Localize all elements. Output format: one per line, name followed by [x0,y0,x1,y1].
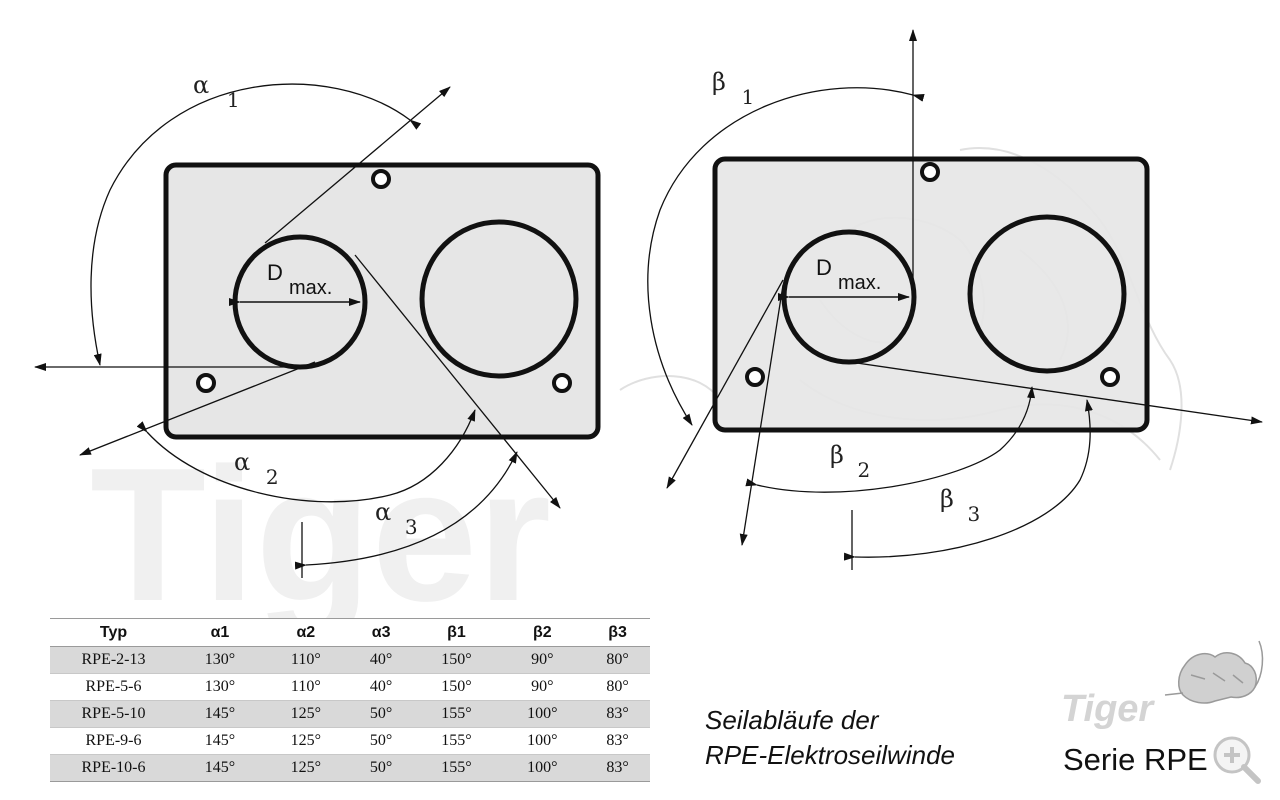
table-cell: 110° [262,673,349,701]
table-cell: RPE-10-6 [50,754,177,782]
left-arc-alpha1 [90,83,422,366]
header-alpha2: α2 [262,618,349,647]
left-second-drum-circle [419,219,579,379]
right-second-drum-circle [967,214,1127,374]
left-mount-hole [552,373,572,393]
header-alpha3: α3 [348,618,414,647]
table-cell: 150° [413,673,500,701]
left-mount-hole [371,169,391,189]
left-winch-panel: D max. α 1 α 2 α 3 [34,71,601,578]
table-cell: 83° [585,754,650,782]
table-cell: 100° [499,700,586,728]
table-cell: 125° [262,727,349,755]
table-cell: 80° [585,646,650,674]
table-cell: 100° [499,754,586,782]
left-plate [163,162,601,440]
rope-angle-table: Typ α1 α2 α3 β1 β2 β3 RPE-2-13 130° 110°… [50,618,650,782]
header-beta1: β1 [413,618,500,647]
caption-line-1: Seilabläufe der [705,705,879,735]
table-cell: 50° [348,754,414,782]
caption: Seilabläufe der RPE-Elektroseilwinde [705,703,955,773]
table-row: RPE-2-13 130° 110° 40° 150° 90° 80° [50,646,650,674]
table-cell: 40° [348,646,414,674]
table-cell: 83° [585,700,650,728]
brand-logo-text: Tiger [1061,688,1154,730]
header-alpha1: α1 [177,618,263,647]
left-dmax-main: D [267,260,283,285]
caption-line-2: RPE-Elektroseilwinde [705,740,955,770]
table-cell: 155° [413,700,500,728]
table-header-row: Typ α1 α2 α3 β1 β2 β3 [50,618,650,647]
table-cell: 50° [348,727,414,755]
watermark-text: Tiger [90,429,551,641]
table-row: RPE-5-10 145° 125° 50° 155° 100° 83° [50,700,650,728]
table-cell: 155° [413,727,500,755]
alpha2-label: α 2 [234,448,279,489]
table-row: RPE-5-6 130° 110° 40° 150° 90° 80° [50,673,650,701]
right-plate [712,156,1150,433]
table-cell: 83° [585,727,650,755]
right-dmax-sub: max. [838,272,881,294]
table-cell: RPE-5-10 [50,700,177,728]
right-mount-hole [1100,367,1120,387]
left-arc-alpha3 [294,451,518,570]
left-rope-line-down-left [79,361,316,456]
right-arc-beta3 [843,399,1093,561]
table-cell: 125° [262,754,349,782]
table-cell: 150° [413,646,500,674]
tiger-logo-icon [1164,640,1264,704]
right-winch-panel: D max. β 1 β 2 β 3 [647,29,1263,570]
alpha3-label: α 3 [375,498,418,539]
table-cell: 90° [499,673,586,701]
table-cell: RPE-5-6 [50,673,177,701]
header-typ: Typ [50,618,177,647]
header-beta2: β2 [499,618,586,647]
table-cell: 125° [262,700,349,728]
table-row: RPE-10-6 145° 125° 50° 155° 100° 83° [50,754,650,782]
table-cell: 50° [348,700,414,728]
right-mount-hole [745,367,765,387]
table-cell: 100° [499,727,586,755]
table-cell: RPE-9-6 [50,727,177,755]
right-dmax-main: D [816,255,832,280]
table-cell: RPE-2-13 [50,646,177,674]
beta2-label: β 2 [830,441,870,482]
table-cell: 145° [177,727,263,755]
beta1-label: β 1 [712,68,754,109]
series-label: Serie RPE [1063,742,1208,777]
alpha1-label: α 1 [193,71,240,112]
table-cell: 110° [262,646,349,674]
right-mount-hole [920,162,940,182]
table-cell: 130° [177,646,263,674]
left-mount-hole [196,373,216,393]
table-cell: 155° [413,754,500,782]
table-cell: 145° [177,754,263,782]
table-cell: 90° [499,646,586,674]
table-row: RPE-9-6 145° 125° 50° 155° 100° 83° [50,727,650,755]
table-cell: 80° [585,673,650,701]
right-arc-beta1 [647,87,925,426]
beta3-label: β 3 [940,485,980,526]
table-cell: 40° [348,673,414,701]
table-cell: 145° [177,700,263,728]
table-cell: 130° [177,673,263,701]
left-dmax-sub: max. [289,277,332,299]
header-beta3: β3 [585,618,650,647]
zoom-in-icon[interactable] [1210,733,1262,785]
